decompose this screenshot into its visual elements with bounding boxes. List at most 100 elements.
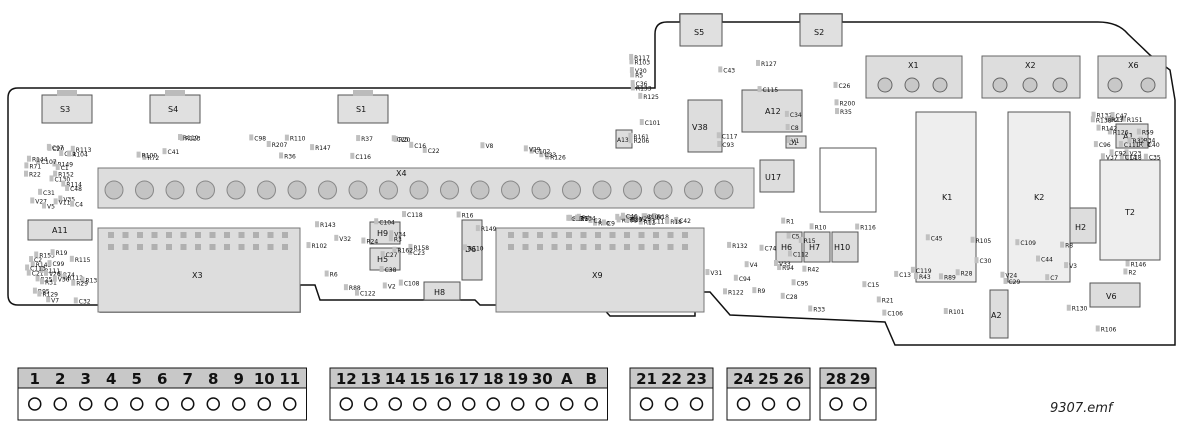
terminal-block — [819, 387, 877, 421]
component-label: R125 — [573, 216, 589, 223]
component-label: C109 — [1020, 240, 1036, 247]
smd-pad — [136, 151, 141, 158]
smd-pad — [588, 217, 593, 224]
smd-pad — [266, 141, 271, 148]
x4-terminal-hole — [318, 180, 337, 200]
smd-pad — [786, 137, 791, 144]
terminal-screw-hole — [437, 397, 451, 411]
terminal-number: 22 — [661, 370, 682, 388]
terminal-screw-hole — [28, 397, 42, 411]
terminal-screw-hole — [206, 397, 220, 411]
smd-pad — [1124, 149, 1129, 156]
module-h7: H7 — [803, 231, 831, 263]
smd-pad — [1121, 115, 1126, 122]
component-label: R95 — [38, 289, 50, 296]
component-label: C95 — [797, 280, 809, 287]
smd-pad — [835, 108, 840, 115]
smd-pad — [324, 270, 329, 277]
switch-label: S1 — [356, 105, 366, 114]
x4-terminal-hole — [165, 180, 185, 200]
switch-label: S2 — [814, 28, 824, 37]
component-label: V2 — [388, 283, 396, 290]
smd-pad — [910, 266, 915, 273]
smd-pad — [409, 141, 414, 148]
smd-pad — [787, 250, 792, 257]
component-label: R144 — [32, 157, 48, 164]
component-label: R125 — [643, 94, 659, 101]
header-pin — [682, 244, 688, 250]
smd-pad — [716, 132, 721, 139]
smd-pad — [620, 212, 625, 219]
component-label: R132 — [732, 243, 748, 250]
smd-pad — [1096, 124, 1101, 131]
component-label: R24 — [366, 239, 378, 246]
component-label: C46 — [626, 214, 638, 221]
header-pin — [238, 232, 245, 238]
smd-pad — [777, 264, 782, 271]
component-label: R17 — [1112, 117, 1124, 124]
component-label: R34 — [1144, 138, 1156, 145]
smd-pad — [80, 276, 85, 283]
header-pin — [624, 244, 630, 250]
smd-pad — [43, 269, 48, 276]
smd-pad — [480, 142, 485, 149]
terminal-number: 17 — [458, 370, 479, 388]
component-label: R37 — [361, 136, 373, 143]
component-label: R16 — [462, 212, 474, 219]
terminal-number: 24 — [733, 370, 754, 388]
smd-pad — [39, 266, 44, 273]
switch-s1: S1 — [337, 90, 389, 124]
component-label: R88 — [349, 285, 361, 292]
smd-pad — [310, 144, 315, 151]
smd-pad — [26, 155, 31, 162]
component-label: R206 — [634, 138, 650, 145]
component-label: C122 — [360, 291, 376, 298]
terminal-screw-hole — [761, 397, 776, 411]
terminal-screw-hole — [181, 397, 195, 411]
module-label: A13 — [617, 137, 629, 144]
smd-pad — [601, 219, 606, 226]
component-label: V34 — [394, 231, 406, 238]
module-label: H10 — [834, 243, 850, 252]
terminal-number: 18 — [483, 370, 504, 388]
switch-s3: S3 — [41, 90, 93, 124]
terminal-screw-hole — [364, 397, 378, 411]
smd-pad — [1093, 141, 1098, 148]
component-label: C42 — [679, 218, 691, 225]
module-label: D6 — [465, 245, 476, 254]
smd-pad — [1036, 255, 1041, 262]
header-pin — [609, 232, 616, 238]
terminal-number: 26 — [783, 370, 804, 388]
component-label: V33 — [779, 261, 791, 268]
component-label: C31 — [43, 190, 55, 197]
smd-pad — [52, 160, 57, 167]
smd-pad — [539, 151, 544, 158]
smd-pad — [70, 200, 75, 207]
smd-pad — [42, 202, 47, 209]
switch-s5: S5 — [679, 13, 723, 47]
component-label: R110 — [468, 245, 484, 252]
component-label: C3 — [594, 218, 602, 225]
smd-pad — [785, 123, 790, 130]
terminal-screw-hole — [535, 397, 549, 411]
smd-pad — [382, 282, 387, 289]
connector-x2: X2 — [981, 55, 1081, 99]
smd-pad — [628, 137, 633, 144]
smd-pad — [162, 148, 167, 155]
terminal-screw-hole — [462, 397, 476, 411]
component-label: R160 — [648, 214, 664, 221]
component-label: C43 — [723, 67, 735, 74]
switch-label: S4 — [168, 105, 178, 114]
smd-pad — [705, 269, 710, 276]
smd-pad — [647, 217, 652, 224]
module-label: D1 — [789, 140, 798, 147]
component-label: V5 — [47, 204, 55, 211]
figure-filename: 9307.emf — [1050, 401, 1115, 416]
header-pin — [137, 232, 143, 238]
component-label: C118 — [407, 212, 423, 219]
smd-pad — [974, 257, 979, 264]
component-label: R12 — [644, 220, 656, 227]
smd-pad — [47, 260, 52, 267]
component-label: C9 — [607, 220, 615, 227]
smd-pad — [142, 153, 147, 160]
